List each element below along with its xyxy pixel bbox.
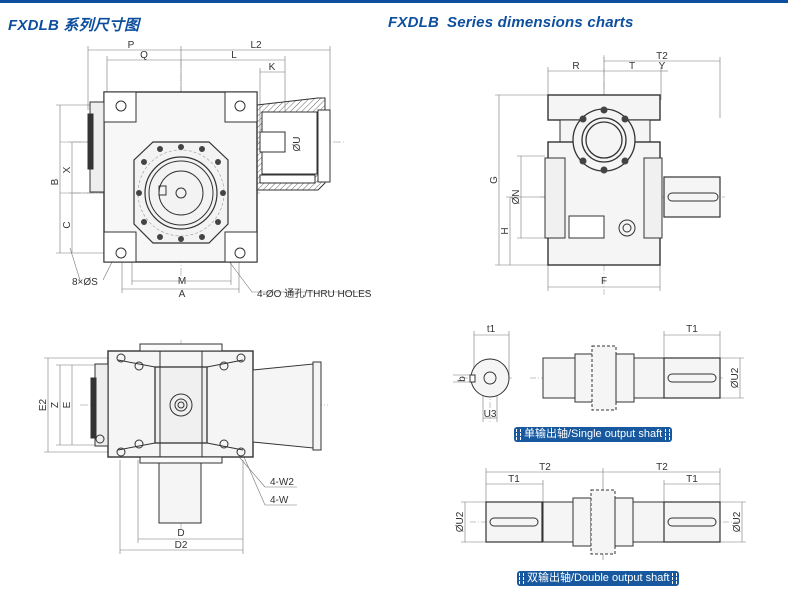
dim-T: T <box>629 61 635 72</box>
dim-A: A <box>179 289 186 300</box>
dim-E2: E2 <box>38 398 49 411</box>
title-text: Series dimensions charts <box>447 14 634 31</box>
dim-U2: ØU2 <box>730 367 741 388</box>
dim-X: X <box>62 166 73 173</box>
dim-U2-left: ØU2 <box>455 511 466 532</box>
title-model: FXDLB <box>388 14 439 31</box>
dim-P: P <box>128 40 135 51</box>
front-view <box>56 46 370 293</box>
title-english: FXDLB Series dimensions charts <box>388 14 634 31</box>
dim-T2: T2 <box>656 51 668 62</box>
dim-Y: Y <box>659 61 666 72</box>
dim-L: L <box>231 50 237 61</box>
dim-E: E <box>62 401 73 408</box>
dim-C: C <box>62 221 73 228</box>
dim-G: G <box>489 176 500 184</box>
dim-T2-right: T2 <box>656 462 668 473</box>
dim-F: F <box>601 276 607 287</box>
dim-U2-right: ØU2 <box>732 511 743 532</box>
double-output-shaft-drawing <box>461 468 746 560</box>
dim-U3: U3 <box>484 409 497 420</box>
dim-U: ØU <box>292 137 303 152</box>
title-chinese: FXDLB 系列尺寸图 <box>8 17 140 34</box>
callout-4-W: 4-W <box>270 495 289 506</box>
dim-T1: T1 <box>686 324 698 335</box>
callout-8xS: 8×ØS <box>72 277 98 288</box>
dim-T1-right: T1 <box>686 474 698 485</box>
dim-M: M <box>178 276 186 287</box>
dim-N: ØN <box>511 190 522 205</box>
dim-Z: Z <box>50 402 61 408</box>
single-output-shaft-label: 单输出轴/Single output shaft <box>514 427 673 442</box>
header-accent-bar <box>0 0 788 3</box>
dim-b: b <box>457 376 468 382</box>
dim-K: K <box>269 62 276 73</box>
dim-H: H <box>500 227 511 234</box>
single-output-shaft-drawing <box>453 331 744 422</box>
dim-B: B <box>50 178 61 185</box>
dim-Q: Q <box>140 50 148 61</box>
dim-T2-left: T2 <box>539 462 551 473</box>
dim-D2: D2 <box>175 540 188 551</box>
top-view <box>44 340 328 554</box>
dim-t1: t1 <box>487 324 496 335</box>
dim-D: D <box>177 528 184 539</box>
callout-thru-holes: 4-ØO 通孔/THRU HOLES <box>257 288 372 300</box>
dim-L2: L2 <box>250 40 262 51</box>
double-output-shaft-label: 双输出轴/Double output shaft <box>517 571 680 586</box>
dim-R: R <box>572 61 579 72</box>
side-view <box>495 55 725 295</box>
callout-4-W2: 4-W2 <box>270 477 294 488</box>
dim-T1-left: T1 <box>508 474 520 485</box>
